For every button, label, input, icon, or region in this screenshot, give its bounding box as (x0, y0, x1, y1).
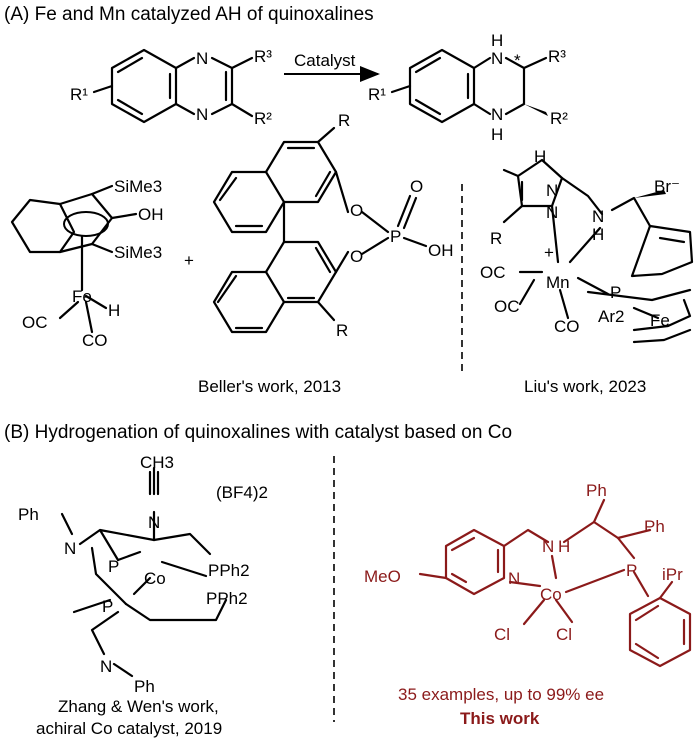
binol-r-top: R (338, 111, 350, 130)
liu-nh: H (534, 147, 546, 166)
liu-mn: Mn (546, 273, 570, 292)
zhang-p2: P (102, 597, 113, 616)
product-r2: R² (550, 109, 568, 128)
this-work-ipr: iPr (662, 565, 683, 584)
this-work-pyridine-n: N (508, 569, 520, 588)
section-b-title: (B) Hydrogenation of quinoxalines with c… (4, 422, 512, 443)
product-tetrahydroquinoxaline: N H N H * R³ R² R¹ (368, 31, 568, 144)
beller-sime3-top: SiMe3 (114, 177, 162, 196)
product-r1: R¹ (368, 85, 386, 104)
binol-o2: O (350, 247, 363, 266)
zhang-co: Co (144, 569, 166, 588)
reactant-n-bottom: N (196, 105, 208, 124)
liu-oc1: OC (480, 263, 506, 282)
zhang-ph2: Ph (134, 677, 155, 696)
this-work-co: Co (540, 585, 562, 604)
zhang-ch3: CH3 (140, 453, 174, 472)
beller-fe: Fe (72, 287, 92, 306)
this-work-amine-n: N (542, 537, 554, 556)
liu-oc2: OC (494, 297, 520, 316)
reactant-n-top: N (196, 49, 208, 68)
liu-co: CO (554, 317, 580, 336)
arrow-label: Catalyst (294, 51, 356, 70)
reactant-quinoxaline: N N R³ R² R¹ (70, 47, 272, 128)
zhang-caption-line1: Zhang & Wen's work, (58, 697, 219, 716)
binol-o1: O (350, 201, 363, 220)
this-work-cl1: Cl (494, 625, 510, 644)
liu-plus: + (544, 243, 554, 262)
this-work-caption-line2: This work (460, 709, 540, 728)
reactant-r2: R² (254, 109, 272, 128)
beller-co: CO (82, 331, 108, 350)
beller-caption: Beller's work, 2013 (198, 377, 341, 396)
liu-p: P (610, 283, 621, 302)
binol-phosphoric-acid: R O O P O OH R (212, 111, 454, 340)
zhang-p1: P (108, 557, 119, 576)
zhang-cobalt-complex: CH3 (BF4)2 Ph N N P P Co PPh2 PPh2 N Ph (18, 453, 268, 696)
zhang-n-nitrile: N (148, 513, 160, 532)
zhang-pph2-1: PPh2 (208, 561, 250, 580)
this-work-cobalt-complex: Ph Ph N H MeO N Co P Cl Cl iPr (364, 481, 692, 668)
this-work-caption-line1: 35 examples, up to 99% ee (398, 685, 604, 704)
liu-r: R (490, 229, 502, 248)
zhang-n2: N (100, 657, 112, 676)
this-work-ph-right: Ph (644, 517, 665, 536)
liu-fe: Fe (650, 311, 670, 330)
binol-oh: OH (428, 241, 454, 260)
liu-n-low: N (546, 203, 558, 222)
beller-iron-complex: SiMe3 OH SiMe3 Fe H OC CO (10, 177, 164, 350)
zhang-n1: N (64, 539, 76, 558)
product-stereocenter: * (514, 51, 521, 70)
product-h-top: H (491, 31, 503, 50)
binol-r-bottom: R (336, 321, 348, 340)
this-work-cl2: Cl (556, 625, 572, 644)
beller-oc: OC (22, 313, 48, 332)
this-work-p: P (626, 561, 637, 580)
beller-sime3-bottom: SiMe3 (114, 243, 162, 262)
product-r3: R³ (548, 47, 566, 66)
binol-p: P (390, 227, 401, 246)
product-n-top: N (491, 49, 503, 68)
product-n-bottom: N (491, 105, 503, 124)
binol-o-double: O (410, 177, 423, 196)
liu-counterion: Br⁻ (654, 177, 680, 196)
reactant-r3: R³ (254, 47, 272, 66)
liu-ring-n: N (546, 181, 558, 200)
beller-oh: OH (138, 205, 164, 224)
zhang-counterion: (BF4)2 (216, 483, 268, 502)
beller-plus-sign: + (184, 251, 194, 270)
liu-amine-n: N (592, 207, 604, 226)
section-a-title: (A) Fe and Mn catalyzed AH of quinoxalin… (4, 4, 374, 25)
liu-caption: Liu's work, 2023 (524, 377, 646, 396)
liu-ar2: Ar2 (598, 307, 624, 326)
liu-manganese-complex: Br⁻ H N N R N H + Mn OC OC CO P Ar2 Fe (480, 147, 694, 344)
reactant-r1: R¹ (70, 85, 88, 104)
zhang-ph1: Ph (18, 505, 39, 524)
this-work-ph-top: Ph (586, 481, 607, 500)
this-work-meo: MeO (364, 567, 401, 586)
liu-amine-h: H (592, 225, 604, 244)
product-h-bottom: H (491, 125, 503, 144)
beller-h: H (108, 301, 120, 320)
this-work-amine-h: H (558, 537, 570, 556)
zhang-caption-line2: achiral Co catalyst, 2019 (36, 719, 222, 738)
zhang-pph2-2: PPh2 (206, 589, 248, 608)
